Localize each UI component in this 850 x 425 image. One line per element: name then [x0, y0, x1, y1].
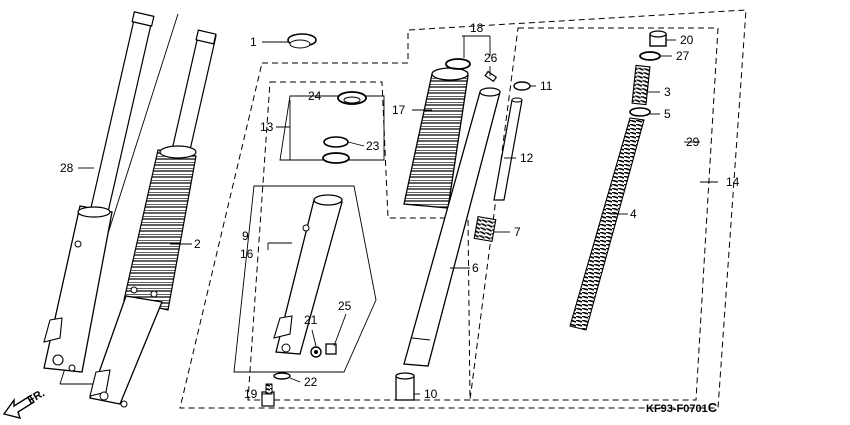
callout-12: 12: [520, 151, 534, 165]
fork-slider-9-16: [273, 194, 343, 355]
fork-spring-4: [569, 117, 645, 331]
callout-27: 27: [676, 49, 690, 63]
assembly-outline-13: [247, 81, 471, 401]
fork-cap-bolt-20: [649, 30, 667, 47]
callout-6: 6: [472, 261, 479, 275]
fork-leg-with-bellows-2: [89, 29, 217, 408]
front-label: FR.: [26, 387, 47, 406]
callout-2: 2: [194, 237, 201, 251]
washer-22: [273, 372, 291, 380]
clamp-18-26: [445, 58, 498, 83]
assembly-outline-14: [179, 9, 747, 409]
callout-21: 21: [304, 313, 318, 327]
damper-rod-12: [493, 97, 523, 201]
callout-22: 22: [304, 375, 318, 389]
assembly-outline-29: [469, 27, 719, 401]
callout-10: 10: [424, 387, 438, 401]
washer-21: [310, 346, 322, 358]
fork-leg-assembled-28: [43, 11, 179, 385]
fork-pipe-6: [403, 87, 501, 367]
callout-26: 26: [484, 51, 498, 65]
callout-29: 29: [686, 135, 700, 149]
leader-lines: [78, 35, 718, 395]
diagram-code-suffix: C: [708, 400, 718, 415]
diagram-code: KF93-F0701C: [646, 400, 718, 415]
callout-7: 7: [514, 225, 521, 239]
callout-14: 14: [726, 175, 740, 189]
rebound-spring-7: [473, 215, 497, 243]
o-ring-27: [639, 51, 661, 61]
seal-1: [287, 33, 317, 49]
front-direction-arrow: FR.: [2, 387, 47, 419]
callout-25: 25: [338, 299, 352, 313]
oil-lock-piece-11: [513, 81, 531, 91]
callout-18: 18: [470, 21, 484, 35]
callout-1: 1: [250, 35, 257, 49]
oil-seal-13: [322, 152, 350, 164]
callout-11: 11: [540, 79, 553, 93]
callout-24: 24: [308, 89, 322, 103]
callout-17: 17: [392, 103, 406, 117]
callout-13: 13: [260, 120, 274, 134]
assembly-outline-9-16: [233, 185, 377, 373]
washer-5: [629, 107, 651, 117]
callout-9: 9: [242, 229, 249, 243]
dust-seal-24: [337, 91, 367, 105]
diagram-code-main: KF93-F0701: [646, 403, 708, 415]
callout-23: 23: [366, 139, 380, 153]
callout-16: 16: [240, 247, 254, 261]
callout-3: 3: [664, 85, 671, 99]
callout-5: 5: [664, 107, 671, 121]
callout-19: 19: [244, 387, 258, 401]
bolt-25: [325, 343, 337, 355]
bolt-19: [261, 383, 275, 407]
spacer-3: [631, 64, 651, 106]
callout-4: 4: [630, 207, 637, 221]
bushing-10: [395, 372, 415, 401]
callout-20: 20: [680, 33, 694, 47]
callout-28: 28: [60, 161, 74, 175]
clip-23: [323, 136, 349, 148]
